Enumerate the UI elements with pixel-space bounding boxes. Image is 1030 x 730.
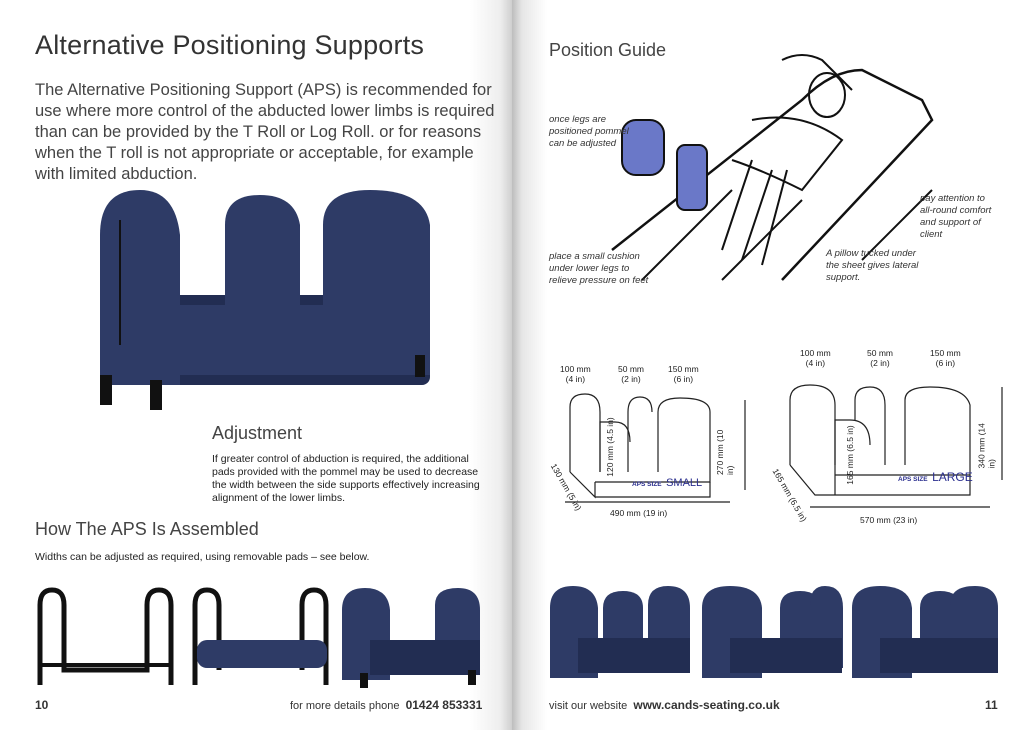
assembled-heading: How The APS Is Assembled	[35, 519, 259, 539]
frame-with-base-photo	[192, 587, 329, 685]
small-width-1: 100 mm	[560, 364, 591, 374]
position-guide-heading: Position Guide	[549, 40, 667, 60]
page-number: 11	[985, 698, 998, 712]
small-width-3-in: (6 in)	[673, 374, 694, 384]
assembled-aps-photo	[342, 588, 480, 688]
adjustment-heading: Adjustment	[212, 423, 303, 443]
large-width-2-in: (2 in)	[870, 358, 890, 368]
large-size-prefix: APS SIZE	[898, 476, 928, 483]
large-inner-height: 165 mm (6.5 in)	[844, 425, 855, 485]
aps-config-2-photo	[702, 586, 843, 678]
note-attention: pay attention to all-round comfort and s…	[920, 193, 992, 240]
footer-phone: 01424 853331	[405, 698, 483, 712]
footer-website-link[interactable]: www.cands-seating.co.uk	[633, 698, 780, 712]
note-pommel: once legs are positioned pommel can be a…	[549, 114, 629, 149]
note-cushion: place a small cushion under lower legs t…	[549, 251, 649, 286]
small-width-1-in: (4 in)	[565, 374, 586, 384]
adjustment-text: If greater control of abduction is requi…	[212, 453, 480, 504]
small-inner-height: 120 mm (4.5 in)	[604, 417, 615, 477]
large-width-3-in: (6 in)	[935, 358, 956, 368]
large-width-1-in: (4 in)	[805, 358, 826, 368]
right-page: Position Guide once legs are positioned …	[512, 0, 1030, 730]
large-width-1: 100 mm	[800, 348, 831, 358]
footer-label: visit our website	[549, 700, 628, 712]
position-guide-illustration	[611, 54, 934, 281]
frame-photo	[37, 587, 174, 685]
footer-phone-line: for more details phone 01424 853331	[290, 698, 482, 712]
small-size-prefix: APS SIZE	[632, 481, 662, 488]
aps-small-diagram: 100 mm(4 in) 50 mm(2 in) 150 mm(6 in) 49…	[540, 362, 750, 532]
footer-label: for more details phone	[290, 700, 400, 712]
large-length: 570 mm (23 in)	[860, 515, 918, 525]
small-size-label: APS SIZE SMALL	[632, 473, 702, 491]
small-width-3: 150 mm	[668, 364, 699, 374]
aps-config-1-photo	[550, 586, 690, 678]
aps-config-3-photo	[852, 586, 998, 678]
large-width-2: 50 mm	[867, 348, 893, 358]
large-width-3: 150 mm	[930, 348, 961, 358]
page-number: 10	[35, 698, 49, 712]
small-width-2: 50 mm	[618, 364, 644, 374]
aps-product-photo	[100, 190, 430, 410]
large-height: 340 mm (14 in)	[976, 423, 997, 469]
left-page: Alternative Positioning Supports The Alt…	[0, 0, 512, 730]
small-height: 270 mm (10 in)	[715, 429, 735, 475]
footer-website-line: visit our website www.cands-seating.co.u…	[549, 698, 780, 712]
large-size-label: APS SIZE LARGE	[898, 468, 973, 486]
assembled-text: Widths can be adjusted as required, usin…	[35, 551, 370, 563]
large-size: LARGE	[932, 470, 973, 484]
page-title: Alternative Positioning Supports	[35, 30, 425, 60]
small-size: SMALL	[666, 477, 703, 489]
aps-large-diagram: 100 mm(4 in) 50 mm(2 in) 150 mm(6 in) 57…	[770, 345, 1010, 530]
small-width-2-in: (2 in)	[621, 374, 641, 384]
intro-paragraph: The Alternative Positioning Support (APS…	[35, 81, 495, 183]
note-pillow: A pillow tucked under the sheet gives la…	[826, 248, 919, 283]
small-length: 490 mm (19 in)	[610, 508, 668, 518]
